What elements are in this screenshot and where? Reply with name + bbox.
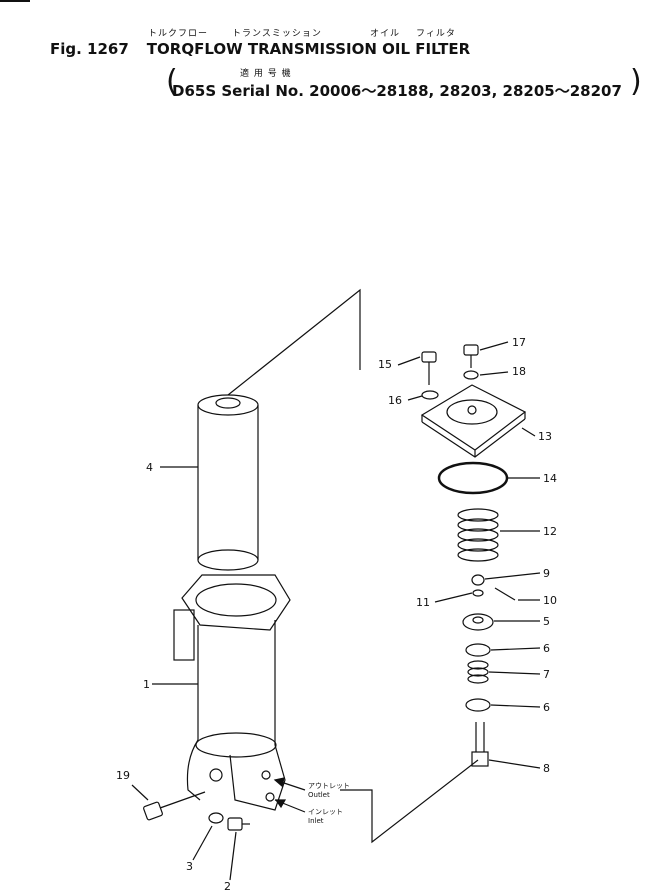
open-paren: ( [166, 64, 178, 99]
inlet-label-jp: インレット [308, 808, 343, 816]
washer-16-part [421, 390, 439, 400]
callout-12: 12 [543, 525, 557, 538]
leader-9 [484, 572, 541, 580]
figure-number: Fig. 1267 [50, 40, 129, 58]
nut-9-part [471, 574, 485, 586]
washer-11-part [472, 589, 484, 597]
serial-range: D65S Serial No. 20006～28188, 28203, 2820… [172, 82, 622, 100]
callout-7: 7 [543, 668, 550, 681]
valve-5-part [462, 613, 494, 631]
washer-3-part [208, 812, 224, 824]
callout-17: 17 [512, 336, 526, 349]
callout-3: 3 [186, 860, 193, 873]
o-ring-14-part [437, 461, 509, 495]
outlet-label: アウトレット Outlet [308, 782, 350, 800]
leader-13 [521, 427, 536, 437]
outlet-label-en: Outlet [308, 791, 330, 799]
seat-6-upper-part [465, 643, 491, 657]
bolt-17-part [463, 344, 479, 368]
callout-13: 13 [538, 430, 552, 443]
outlet-label-jp: アウトレット [308, 782, 350, 790]
jp-applicable-models: 適 用 号 機 [240, 69, 292, 79]
leader-2 [229, 831, 237, 881]
bolt-2-part [227, 817, 250, 831]
callout-9: 9 [543, 567, 550, 580]
leader-6-upper [490, 647, 541, 651]
filter-element-part [197, 394, 259, 571]
leader-7 [488, 671, 541, 675]
spring-12-part [457, 508, 499, 562]
callout-5: 5 [543, 615, 550, 628]
filter-housing-part [173, 574, 291, 811]
leader-6-lower [490, 704, 541, 708]
figure-heading: Fig. 1267 TORQFLOW TRANSMISSION OIL FILTE… [50, 40, 470, 58]
assembly-line-top [227, 288, 361, 396]
callout-11: 11 [416, 596, 430, 609]
jp-title-filter: フィルタ [416, 29, 456, 39]
port-arrows [273, 777, 306, 813]
callout-16: 16 [388, 394, 402, 407]
leader-8 [488, 759, 541, 769]
leader-11 [434, 592, 473, 603]
washer-18-part [463, 370, 479, 380]
leader-15 [397, 356, 421, 366]
close-paren: ) [630, 64, 642, 99]
callout-10: 10 [543, 594, 557, 607]
jp-title-oil: オイル [370, 29, 401, 39]
inlet-label-en: Inlet [308, 817, 324, 825]
callout-6-upper: 6 [543, 642, 550, 655]
callout-4: 4 [146, 461, 153, 474]
callout-15: 15 [378, 358, 392, 371]
bolt-15-part [421, 351, 437, 385]
corner-mark [0, 0, 30, 2]
callout-6-lower: 6 [543, 701, 550, 714]
pin-10-part [494, 587, 516, 601]
callout-1: 1 [143, 678, 150, 691]
assembly-line-bottom [340, 759, 479, 844]
drain-plug-part [143, 791, 206, 821]
callout-2: 2 [224, 880, 231, 893]
jp-title-torqflow: トルクフロー [148, 29, 209, 39]
rod-8-part [471, 722, 489, 767]
callout-19: 19 [116, 769, 130, 782]
inlet-label: インレット Inlet [308, 808, 343, 826]
callout-18: 18 [512, 365, 526, 378]
callout-8: 8 [543, 762, 550, 775]
callout-14: 14 [543, 472, 557, 485]
cover-13-part [420, 384, 527, 458]
leader-16 [407, 395, 423, 401]
leader-19 [131, 784, 149, 801]
jp-title-transmission: トランスミッション [232, 29, 322, 39]
seat-6-lower-part [465, 698, 491, 712]
leader-3 [192, 825, 213, 861]
leader-17 [479, 341, 509, 351]
leader-18 [479, 371, 509, 376]
figure-title: TORQFLOW TRANSMISSION OIL FILTER [146, 40, 471, 58]
spring-7-part [467, 660, 489, 684]
